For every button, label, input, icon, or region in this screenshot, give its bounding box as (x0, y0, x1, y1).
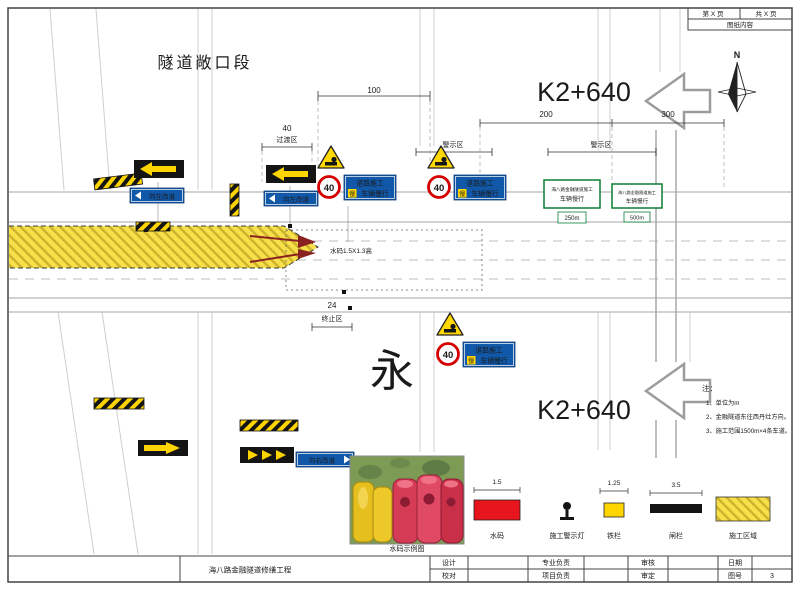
north-label: N (734, 50, 741, 60)
dim-warning-zone-1: 警示区 (443, 140, 464, 149)
arrow-board-1 (134, 160, 184, 178)
arrow-board-2 (266, 165, 316, 183)
legend-work-area: 施工区域 (715, 496, 771, 540)
work-zone-hatch-border (9, 225, 319, 269)
big-left-arrow-bottom (644, 362, 712, 420)
detour-left-text-1: 向左改道 (149, 192, 176, 201)
page-total: 共 X 页 (756, 9, 777, 18)
detour-left-sign-1: 向左改道 (129, 187, 185, 204)
header-box: 第 X 页 共 X 页 图纸内容 (687, 8, 792, 31)
detour-left-sign-2: 向左改道 (263, 190, 319, 207)
legend-iron-fence: 1.25 铁栏 (599, 480, 629, 540)
title-block: 海八路金融隧道修缮工程 设计 校对 专业负责 项目负责 审核 审定 日期 图号 … (8, 555, 792, 582)
arrow-board-3 (138, 440, 188, 456)
detour-right-sign: 向右改道 (295, 451, 355, 468)
sheet-label: 图号 (728, 572, 742, 580)
project-name: 海八路金融隧道修缮工程 (209, 565, 292, 575)
approval-label: 审定 (641, 571, 655, 580)
merge-arrows (249, 235, 316, 263)
warning-sign-group-2 (426, 144, 508, 202)
note-item-2: 2、金融隧道东往西丹灶方向。 (706, 413, 790, 421)
sheet-number: 3 (770, 573, 774, 580)
review-label: 审核 (641, 558, 655, 567)
detour-left-text-2: 向左改道 (283, 195, 310, 204)
barrier-board-2 (229, 183, 240, 217)
work-zone-boundary (285, 229, 483, 291)
note-item-3: 3、施工范围1500m×4条车道。 (706, 427, 791, 435)
chainage-top: K2+640 (537, 77, 631, 107)
arrow-board-4 (240, 447, 294, 463)
warning-sign-group-1 (316, 144, 398, 202)
legend-dim-fence: 1.25 (608, 480, 621, 487)
water-barrier-photo (349, 455, 465, 545)
big-left-arrow-top (644, 72, 712, 130)
water-barrier-size-note: 水码1.5X1.3高 (330, 246, 372, 255)
dimension-lines (261, 91, 725, 331)
barrier-board-5 (239, 419, 299, 432)
page-current: 第 X 页 (703, 9, 724, 18)
dim-200: 200 (539, 110, 553, 119)
project-lead-label: 项目负责 (542, 571, 570, 580)
legend-warning-light: 施工警示灯 (550, 502, 585, 540)
dim-100: 100 (367, 86, 381, 95)
warning-sign-group-3 (435, 311, 517, 369)
dim-termination-zone: 终止区 (322, 314, 343, 323)
notes-title: 注： (702, 383, 717, 393)
tunnel-sign-1-line2: 车辆慢行 (560, 195, 584, 203)
work-zone-hatch (9, 226, 318, 268)
tunnel-sign-2-distance: 500m (630, 216, 644, 222)
dim-40: 40 (283, 124, 292, 133)
legend-barrier-bar: 3.5 闸栏 (649, 482, 703, 540)
tunnel-sign-2-line1: 海八路金融隧道施工 (618, 189, 656, 196)
background-map-roads (49, 8, 691, 555)
design-label: 设计 (442, 558, 456, 567)
notes-block: 注： 1、单位为m 2、金融隧道东往西丹灶方向。 3、施工范围1500m×4条车… (702, 383, 791, 435)
north-compass: N (717, 50, 757, 113)
tunnel-sign-2-line2: 车辆慢行 (626, 197, 649, 205)
discipline-lead-label: 专业负责 (542, 558, 570, 567)
drawing-frame (7, 7, 793, 583)
proof-label: 校对 (442, 571, 456, 580)
tunnel-work-sign-1: 海八路金融隧道施工 车辆慢行 250m (543, 179, 601, 224)
legend-area-label: 施工区域 (729, 531, 757, 540)
photo-caption: 水码示例图 (390, 544, 425, 553)
dim-24: 24 (328, 301, 337, 310)
legend-bar-label: 闸栏 (669, 531, 683, 540)
tunnel-sign-1-distance: 250m (564, 216, 579, 222)
legend-water-label: 水码 (490, 531, 504, 540)
barrier-board-3 (135, 221, 171, 232)
chainage-bottom: K2+640 (537, 395, 631, 425)
map-big-character: 永 (370, 347, 414, 396)
dim-300: 300 (661, 110, 675, 119)
date-label: 日期 (728, 559, 742, 567)
legend-dim-bar: 3.5 (671, 482, 680, 489)
tunnel-open-section-label: 隧道敞口段 (157, 54, 252, 72)
dim-transition-zone: 过渡区 (277, 135, 298, 144)
tunnel-sign-1-line1: 海八路金融隧道施工 (551, 186, 593, 193)
barrier-board-4 (93, 397, 145, 410)
note-item-1: 1、单位为m (706, 399, 739, 407)
detour-right-text: 向右改道 (309, 456, 336, 465)
side-road-corridor (655, 130, 677, 458)
content-label: 图纸内容 (727, 20, 754, 29)
legend-dim-water: 1.5 (492, 479, 501, 486)
legend-fence-label: 铁栏 (607, 531, 621, 540)
tunnel-work-sign-2: 海八路金融隧道施工 车辆慢行 500m (611, 183, 663, 223)
dim-warning-zone-2: 警示区 (591, 140, 612, 149)
barrier-board-1 (93, 172, 143, 191)
legend-water-barrier: 1.5 水码 (473, 479, 521, 540)
striped-barriers (93, 172, 299, 432)
legend-light-label: 施工警示灯 (550, 531, 585, 540)
